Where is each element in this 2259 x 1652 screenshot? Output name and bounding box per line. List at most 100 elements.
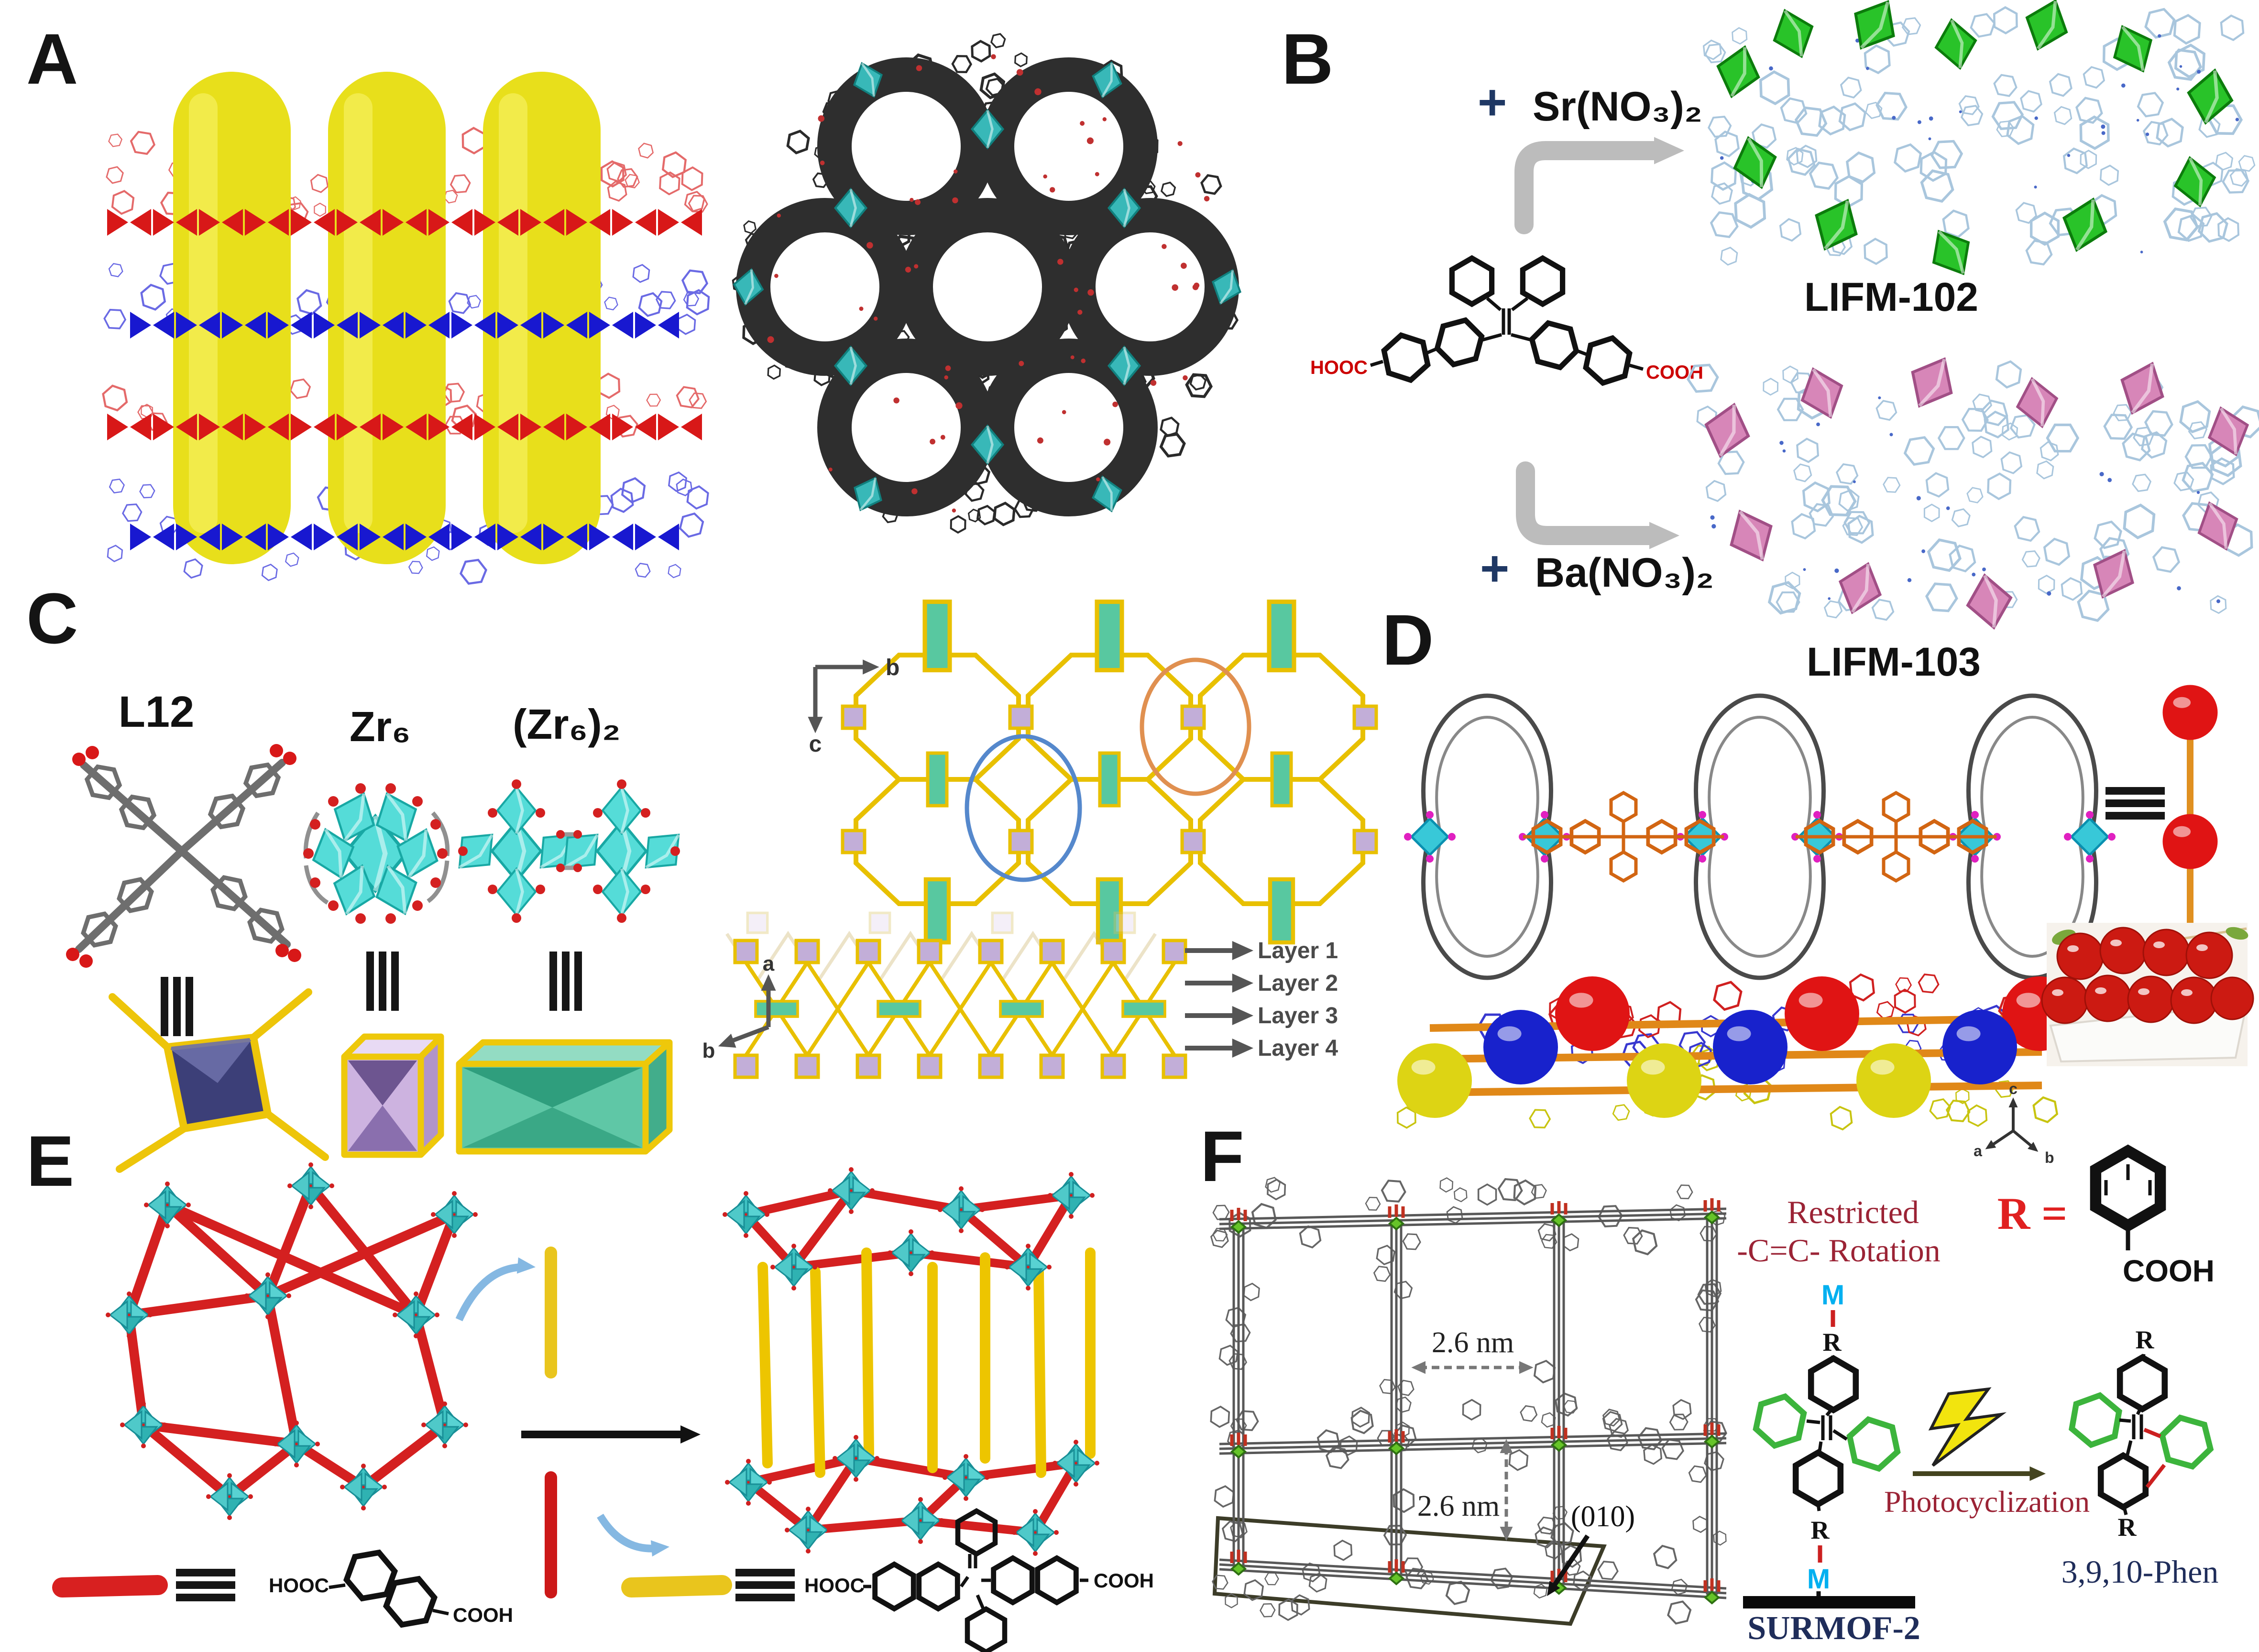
axes-bc-icon	[810, 662, 876, 730]
reagent-sr-nitrate: Sr(NO₃)₂	[1533, 84, 1702, 130]
metal-label: M	[1821, 1280, 1844, 1311]
r-definition-label: R =	[1997, 1188, 2068, 1239]
lifm-102-name: LIFM-102	[1804, 274, 1978, 319]
r-group-definition: R = COOH	[1997, 1151, 2215, 1288]
crystal-plane-label: (010)	[1571, 1500, 1635, 1533]
legend-hooc-label: HOOC	[804, 1574, 865, 1597]
tpe-ligand-structure	[1370, 258, 1644, 387]
equivalence-icon	[176, 1569, 235, 1601]
axis-c-label: c	[809, 732, 822, 757]
framework-top-view: b c	[809, 602, 1376, 943]
panel-e-illustration: E	[26, 1121, 1154, 1652]
panel-a-illustration: A	[26, 19, 1272, 602]
prism-node-abstraction	[341, 1033, 444, 1158]
restricted-rotation-line2: -C=C- Rotation	[1737, 1232, 1941, 1269]
equivalence-icon	[366, 952, 399, 1011]
mixed-rod-cage	[722, 1166, 1100, 1557]
axis-b-label: b	[2045, 1149, 2054, 1166]
layer-4-label: Layer 4	[1258, 1036, 1338, 1061]
panel-c-illustration: C L12 Zr₆	[26, 578, 1377, 1173]
layer-spacing-label: 2.6 nm	[1417, 1490, 1500, 1522]
panel-c-label: C	[26, 578, 78, 658]
surmof-grid-structure	[1206, 1175, 1731, 1628]
layer-2-label: Layer 2	[1258, 971, 1338, 996]
panel-e-label: E	[26, 1121, 74, 1201]
pore-width-label: 2.6 nm	[1432, 1326, 1514, 1359]
r-group-label: R	[1811, 1516, 1830, 1544]
candied-haw-photo	[2041, 923, 2254, 1066]
plus-icon: +	[1478, 75, 1507, 131]
panel-b-illustration: B + Sr(NO₃)₂ HOOC COOH LIFM-102	[1282, 0, 2259, 684]
hexagonal-pore-view	[730, 31, 1246, 536]
panel-a-label: A	[26, 19, 78, 99]
lifm-102-framework	[1699, 0, 2257, 284]
legend-hooc-label: HOOC	[269, 1574, 329, 1597]
reaction-arrow-bottom-icon	[1516, 461, 1679, 549]
equivalence-icon	[161, 977, 193, 1036]
exchange-annotation	[455, 1247, 701, 1598]
r-cooh-label: COOH	[2123, 1254, 2215, 1288]
axis-b-label: b	[702, 1039, 715, 1062]
zr6-dimer-cluster	[446, 779, 692, 923]
zr6-cluster-name: Zr₆	[350, 703, 411, 750]
ligand-l12-name: L12	[119, 688, 195, 736]
layer-annotations: Layer 1 Layer 2 Layer 3 Layer 4	[1185, 938, 1338, 1061]
pore-highlight-orange	[1140, 657, 1251, 796]
surmof-2-label: SURMOF-2	[1747, 1610, 1920, 1647]
axis-a-label: a	[763, 952, 775, 975]
reagent-ba-nitrate: Ba(NO₃)₂	[1535, 550, 1714, 596]
l12-molecule	[66, 744, 301, 968]
double-prism-node-abstraction	[456, 1039, 673, 1155]
plus-icon: +	[1480, 541, 1509, 597]
yellow-rod-legend: HOOC COOH	[621, 1511, 1154, 1652]
red-rod-legend: HOOC COOH	[52, 1545, 513, 1632]
anchored-tpe-structure: M R R M	[1743, 1280, 1915, 1608]
photocyclization-label: Photocyclization	[1884, 1485, 2090, 1519]
product-name-label: 3,9,10-Phen	[2062, 1554, 2219, 1590]
panel-d-illustration: D	[1382, 600, 2254, 1166]
plane-direction-arrow	[1548, 1534, 1590, 1593]
curved-arrow-icon	[455, 1263, 524, 1322]
legend-cooh-label: COOH	[453, 1604, 513, 1626]
dimension-annotations: 2.6 nm 2.6 nm (010)	[1413, 1326, 1635, 1600]
r-group-label: R	[1823, 1328, 1842, 1357]
equivalence-icon	[735, 1569, 795, 1601]
equivalence-icon	[2105, 787, 2165, 820]
curved-arrow-icon	[597, 1513, 658, 1553]
layer-1-label: Layer 1	[1258, 938, 1338, 963]
framework-side-view: a b	[702, 913, 1185, 1077]
tetrahedral-node-abstraction	[109, 988, 329, 1173]
photoreaction-annotation: Photocyclization	[1884, 1387, 2090, 1519]
red-rod-cage	[105, 1161, 479, 1521]
axes-cab-icon: c a b	[1974, 1080, 2054, 1166]
substrate-plane	[1212, 1516, 1607, 1626]
legend-cooh-label: COOH	[1094, 1569, 1154, 1592]
panel-d-label: D	[1382, 600, 1434, 680]
mof-channel-structure	[99, 72, 711, 588]
metal-label: M	[1807, 1564, 1830, 1595]
panel-b-label: B	[1282, 19, 1333, 99]
reaction-arrow-top-icon	[1514, 137, 1684, 234]
pore-highlight-blue	[965, 734, 1082, 882]
threaded-sphere-structure	[1396, 969, 2077, 1133]
axis-a-label: a	[1974, 1142, 1982, 1160]
cage-chain-structure	[1404, 696, 2116, 978]
r-group-label: R	[2136, 1325, 2155, 1354]
substrate-bar	[1743, 1596, 1915, 1608]
r-group-label: R	[2118, 1513, 2137, 1542]
zr6-dimer-name: (Zr₆)₂	[513, 700, 621, 748]
axis-c-label: c	[2009, 1080, 2018, 1097]
axes-ab-icon	[719, 977, 774, 1050]
equivalence-icon	[549, 952, 582, 1011]
layer-3-label: Layer 3	[1258, 1003, 1338, 1028]
panel-f-label: F	[1200, 1116, 1244, 1196]
yellow-pore-channels	[173, 72, 601, 564]
lightning-icon	[1928, 1387, 2007, 1467]
zr6-cluster	[303, 783, 450, 924]
restricted-rotation-line1: Restricted	[1787, 1194, 1919, 1230]
axis-b-label: b	[886, 655, 899, 680]
panel-f-illustration: F 2.6 nm 2.6 nm (010)	[1200, 1116, 2219, 1647]
ligand-hooc-label: HOOC	[1310, 357, 1368, 378]
lifm-103-name: LIFM-103	[1807, 639, 1981, 684]
